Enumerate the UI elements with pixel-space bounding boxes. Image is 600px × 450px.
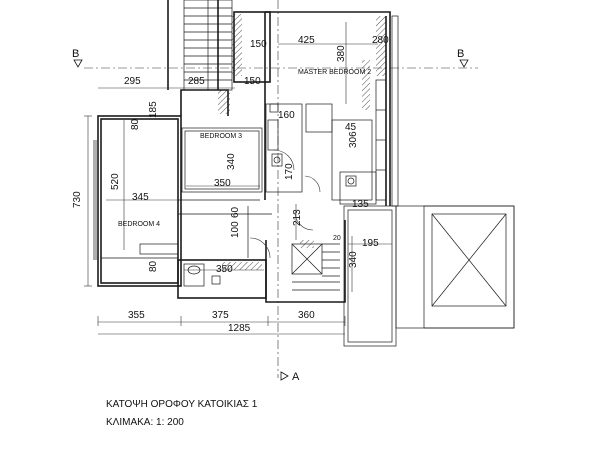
dim-45: 45 xyxy=(345,122,357,133)
dim-1285: 1285 xyxy=(228,323,251,334)
section-label-b-left: B xyxy=(72,48,79,60)
dimension-labels: 425 380 150 150 280 295 285 185 80 160 4… xyxy=(72,35,389,334)
dim-360: 360 xyxy=(298,310,315,321)
dim-280: 280 xyxy=(372,35,389,46)
dim-170: 170 xyxy=(284,163,295,180)
dim-306: 306 xyxy=(348,131,359,148)
dim-150-top: 150 xyxy=(250,39,267,50)
dim-150-mid: 150 xyxy=(244,76,261,87)
dim-60: 60 xyxy=(230,206,241,218)
dim-425: 425 xyxy=(298,35,315,46)
exterior-walls xyxy=(93,0,515,347)
staircase-bottom xyxy=(291,243,340,291)
dim-160: 160 xyxy=(278,110,295,121)
room-label-bedroom-4: BEDROOM 4 xyxy=(118,221,160,228)
dim-355: 355 xyxy=(128,310,145,321)
drawing-title: ΚΑΤΟΨΗ ΟΡΟΦΟΥ ΚΑΤΟΙΚΙΑΣ 1 xyxy=(106,399,258,410)
dim-520: 520 xyxy=(110,173,121,190)
dim-295: 295 xyxy=(124,76,141,87)
dim-730: 730 xyxy=(72,191,83,208)
dim-80-bottom: 80 xyxy=(148,260,159,272)
dim-213: 213 xyxy=(292,209,303,226)
dim-345: 345 xyxy=(132,192,149,203)
dim-80-top: 80 xyxy=(130,118,141,130)
dim-350-bedroom3: 350 xyxy=(214,178,231,189)
dim-195: 195 xyxy=(362,238,379,249)
section-lines xyxy=(73,0,478,381)
dim-185: 185 xyxy=(148,101,159,118)
drawing-caption: ΚΑΤΟΨΗ ΟΡΟΦΟΥ ΚΑΤΟΙΚΙΑΣ 1 ΚΛΙΜΑΚΑ: 1: 20… xyxy=(106,396,257,432)
dim-375: 375 xyxy=(212,310,229,321)
dim-20: 20 xyxy=(333,235,341,242)
dim-340-stair: 340 xyxy=(348,251,359,268)
drawing-scale: ΚΛΙΜΑΚΑ: 1: 200 xyxy=(106,417,184,428)
dimension-lines xyxy=(84,22,392,335)
staircase-top xyxy=(183,0,233,91)
section-label-a: A xyxy=(292,371,300,383)
section-label-b-right: B xyxy=(457,48,464,60)
interior-walls xyxy=(101,79,387,287)
dim-350-bath: 350 xyxy=(216,264,233,275)
dim-285: 285 xyxy=(188,76,205,87)
dim-340-bedroom3: 340 xyxy=(226,153,237,170)
dim-380: 380 xyxy=(336,45,347,62)
room-label-master-bedroom: MASTER BEDROOM 2 xyxy=(298,69,371,76)
dim-135: 135 xyxy=(352,199,369,210)
room-label-bedroom-3: BEDROOM 3 xyxy=(200,133,242,140)
dim-100: 100 xyxy=(230,221,241,238)
